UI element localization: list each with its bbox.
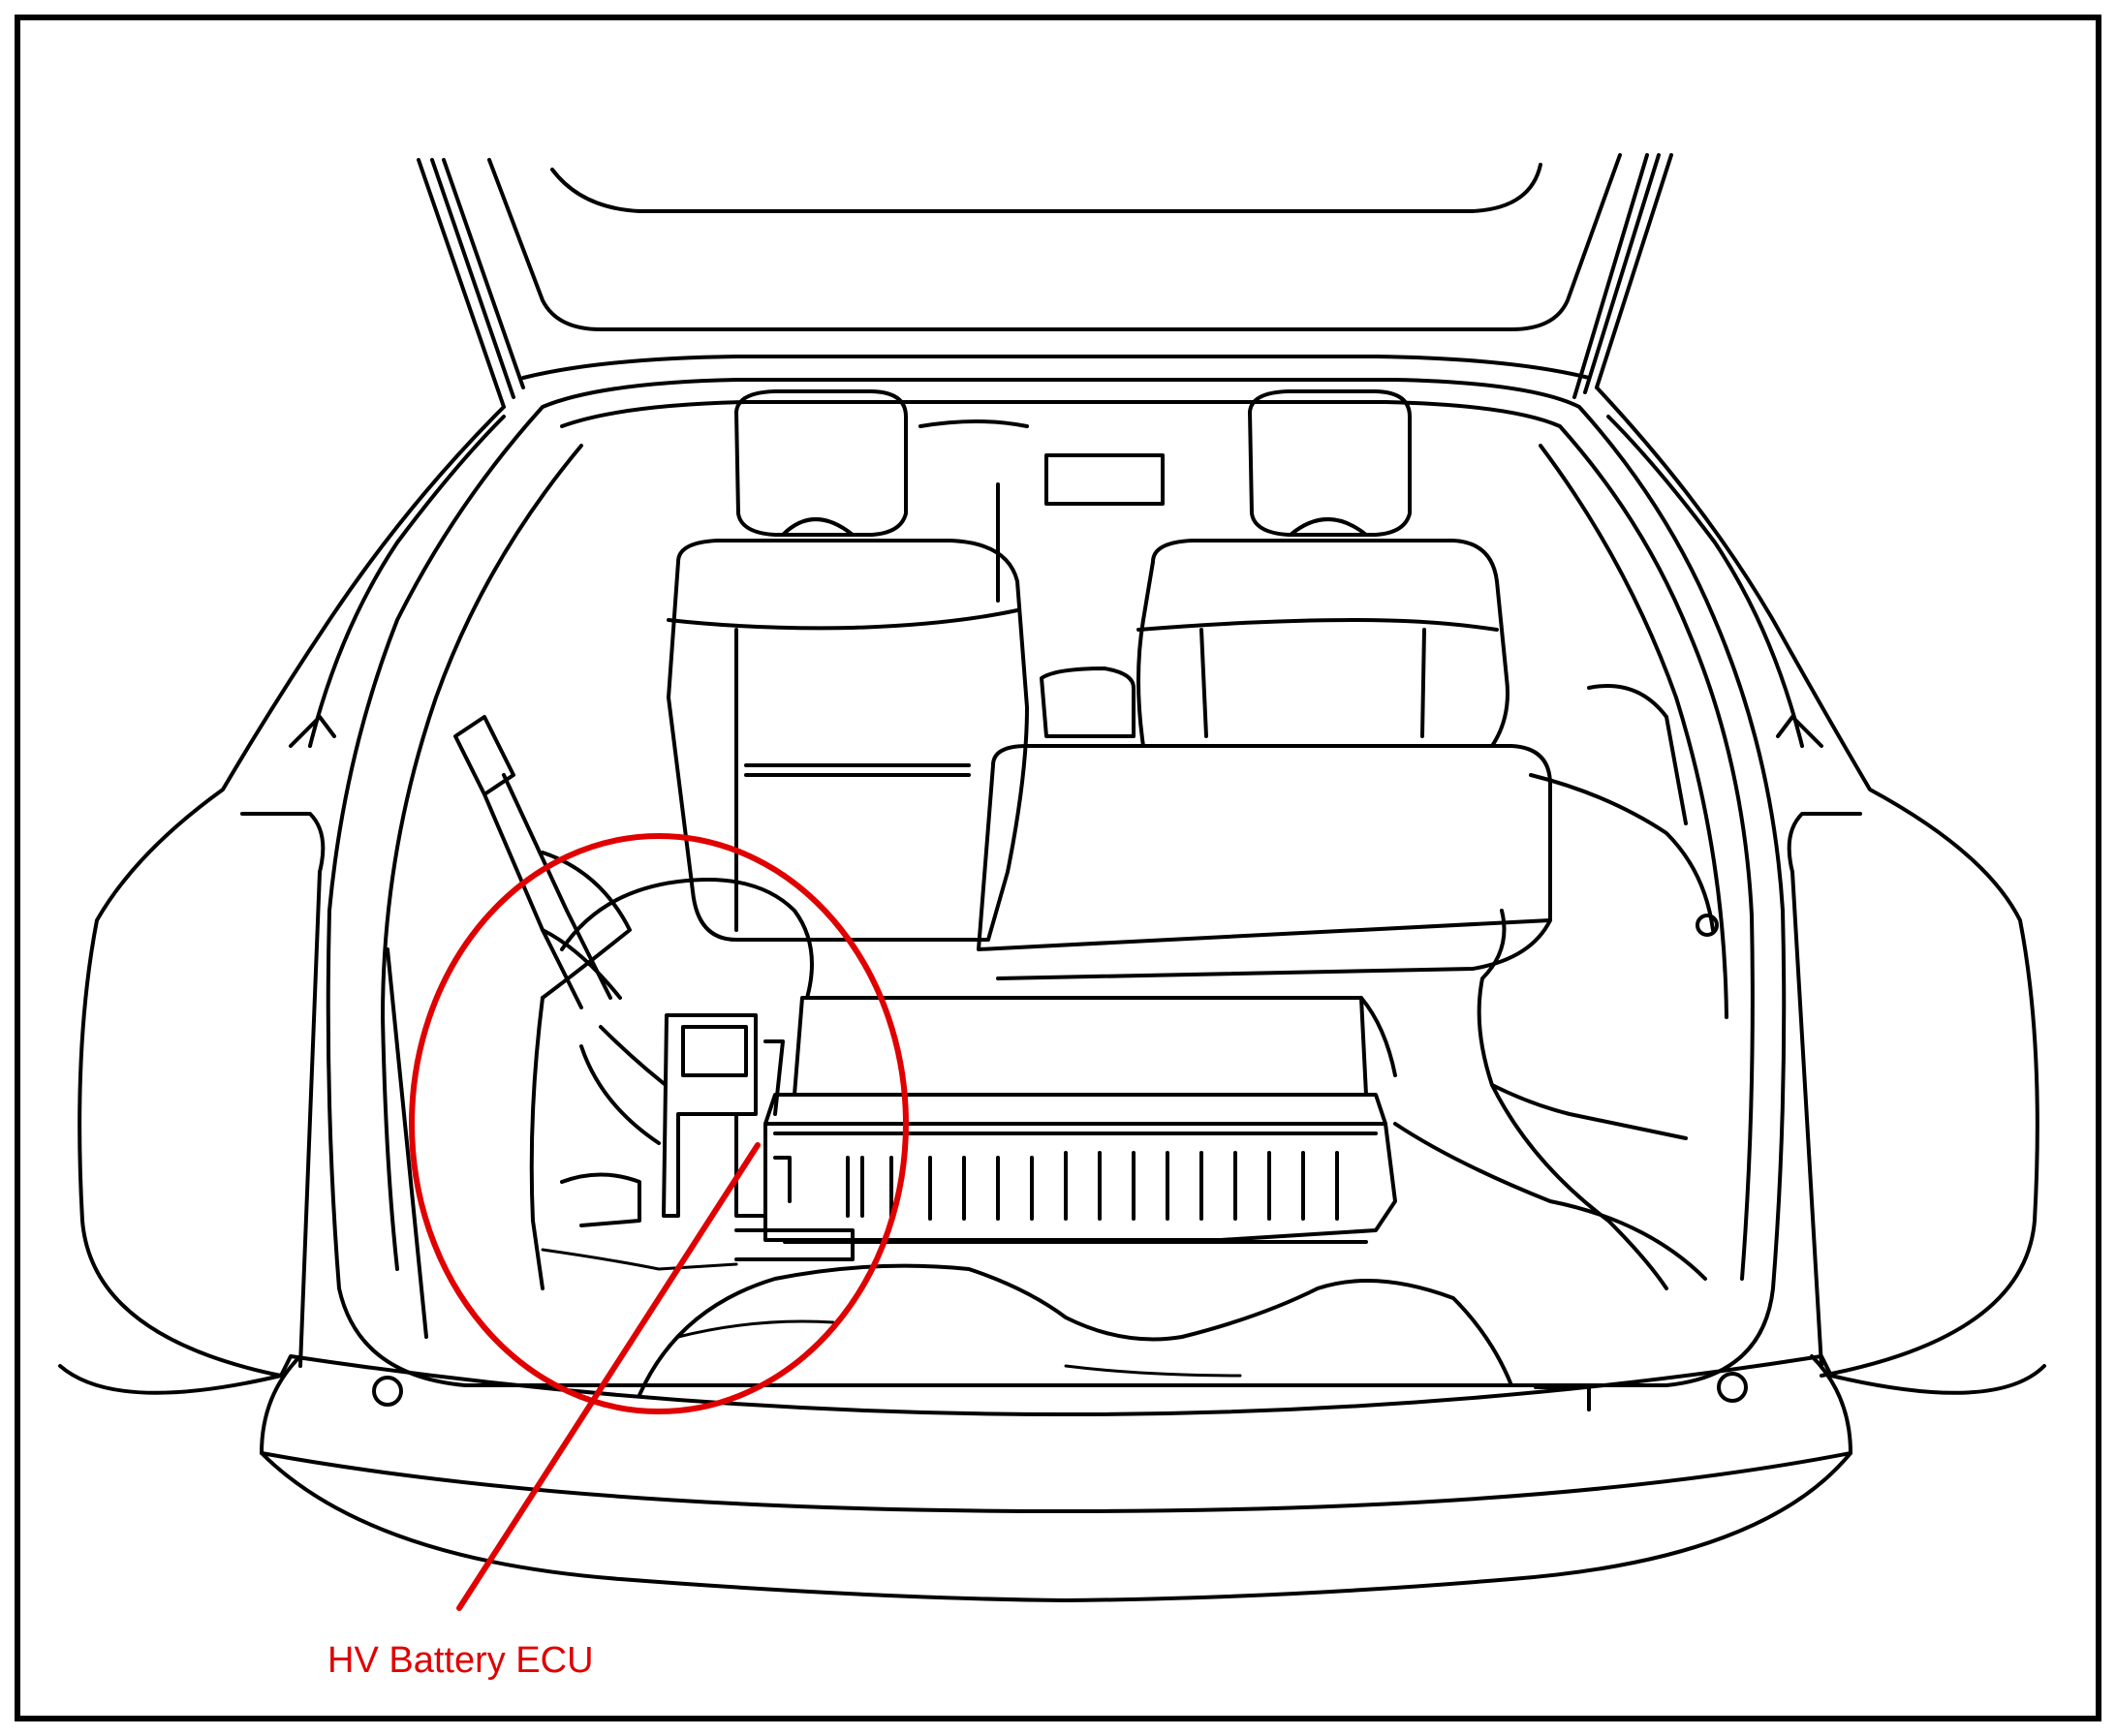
trunk-opening: [326, 378, 1787, 1387]
cargo-floor: [638, 1122, 1707, 1397]
rear-bumper: [58, 1354, 2046, 1602]
ecu-highlight-circle: [409, 833, 909, 1414]
hatch-door: [417, 153, 1673, 409]
right-rear-seat: [1136, 389, 1509, 748]
right-side-anchor: [1696, 914, 1719, 937]
spare-tire-cover: [560, 878, 814, 1145]
ecu-leader-line: [456, 1142, 761, 1611]
battery-cooling-fins: [846, 1151, 1339, 1221]
right-side-interior: [1477, 684, 1719, 1290]
front-interior: [918, 419, 1165, 738]
left-side-interior: [386, 715, 738, 1339]
rear-body: [78, 386, 2039, 1378]
hv-battery-pack: [662, 996, 1397, 1261]
hv-battery-ecu-box: [662, 1013, 855, 1261]
latch-bolt-right: [1717, 1372, 1748, 1403]
diagram-frame: [15, 15, 2101, 1721]
latch-bolt-left: [372, 1376, 403, 1407]
folded-seat-cushion: [977, 744, 1552, 980]
ecu-label: HV Battery ECU: [327, 1640, 594, 1681]
ecu-callout: HV Battery ECU: [327, 833, 909, 1681]
left-rear-seat: [667, 389, 1029, 942]
